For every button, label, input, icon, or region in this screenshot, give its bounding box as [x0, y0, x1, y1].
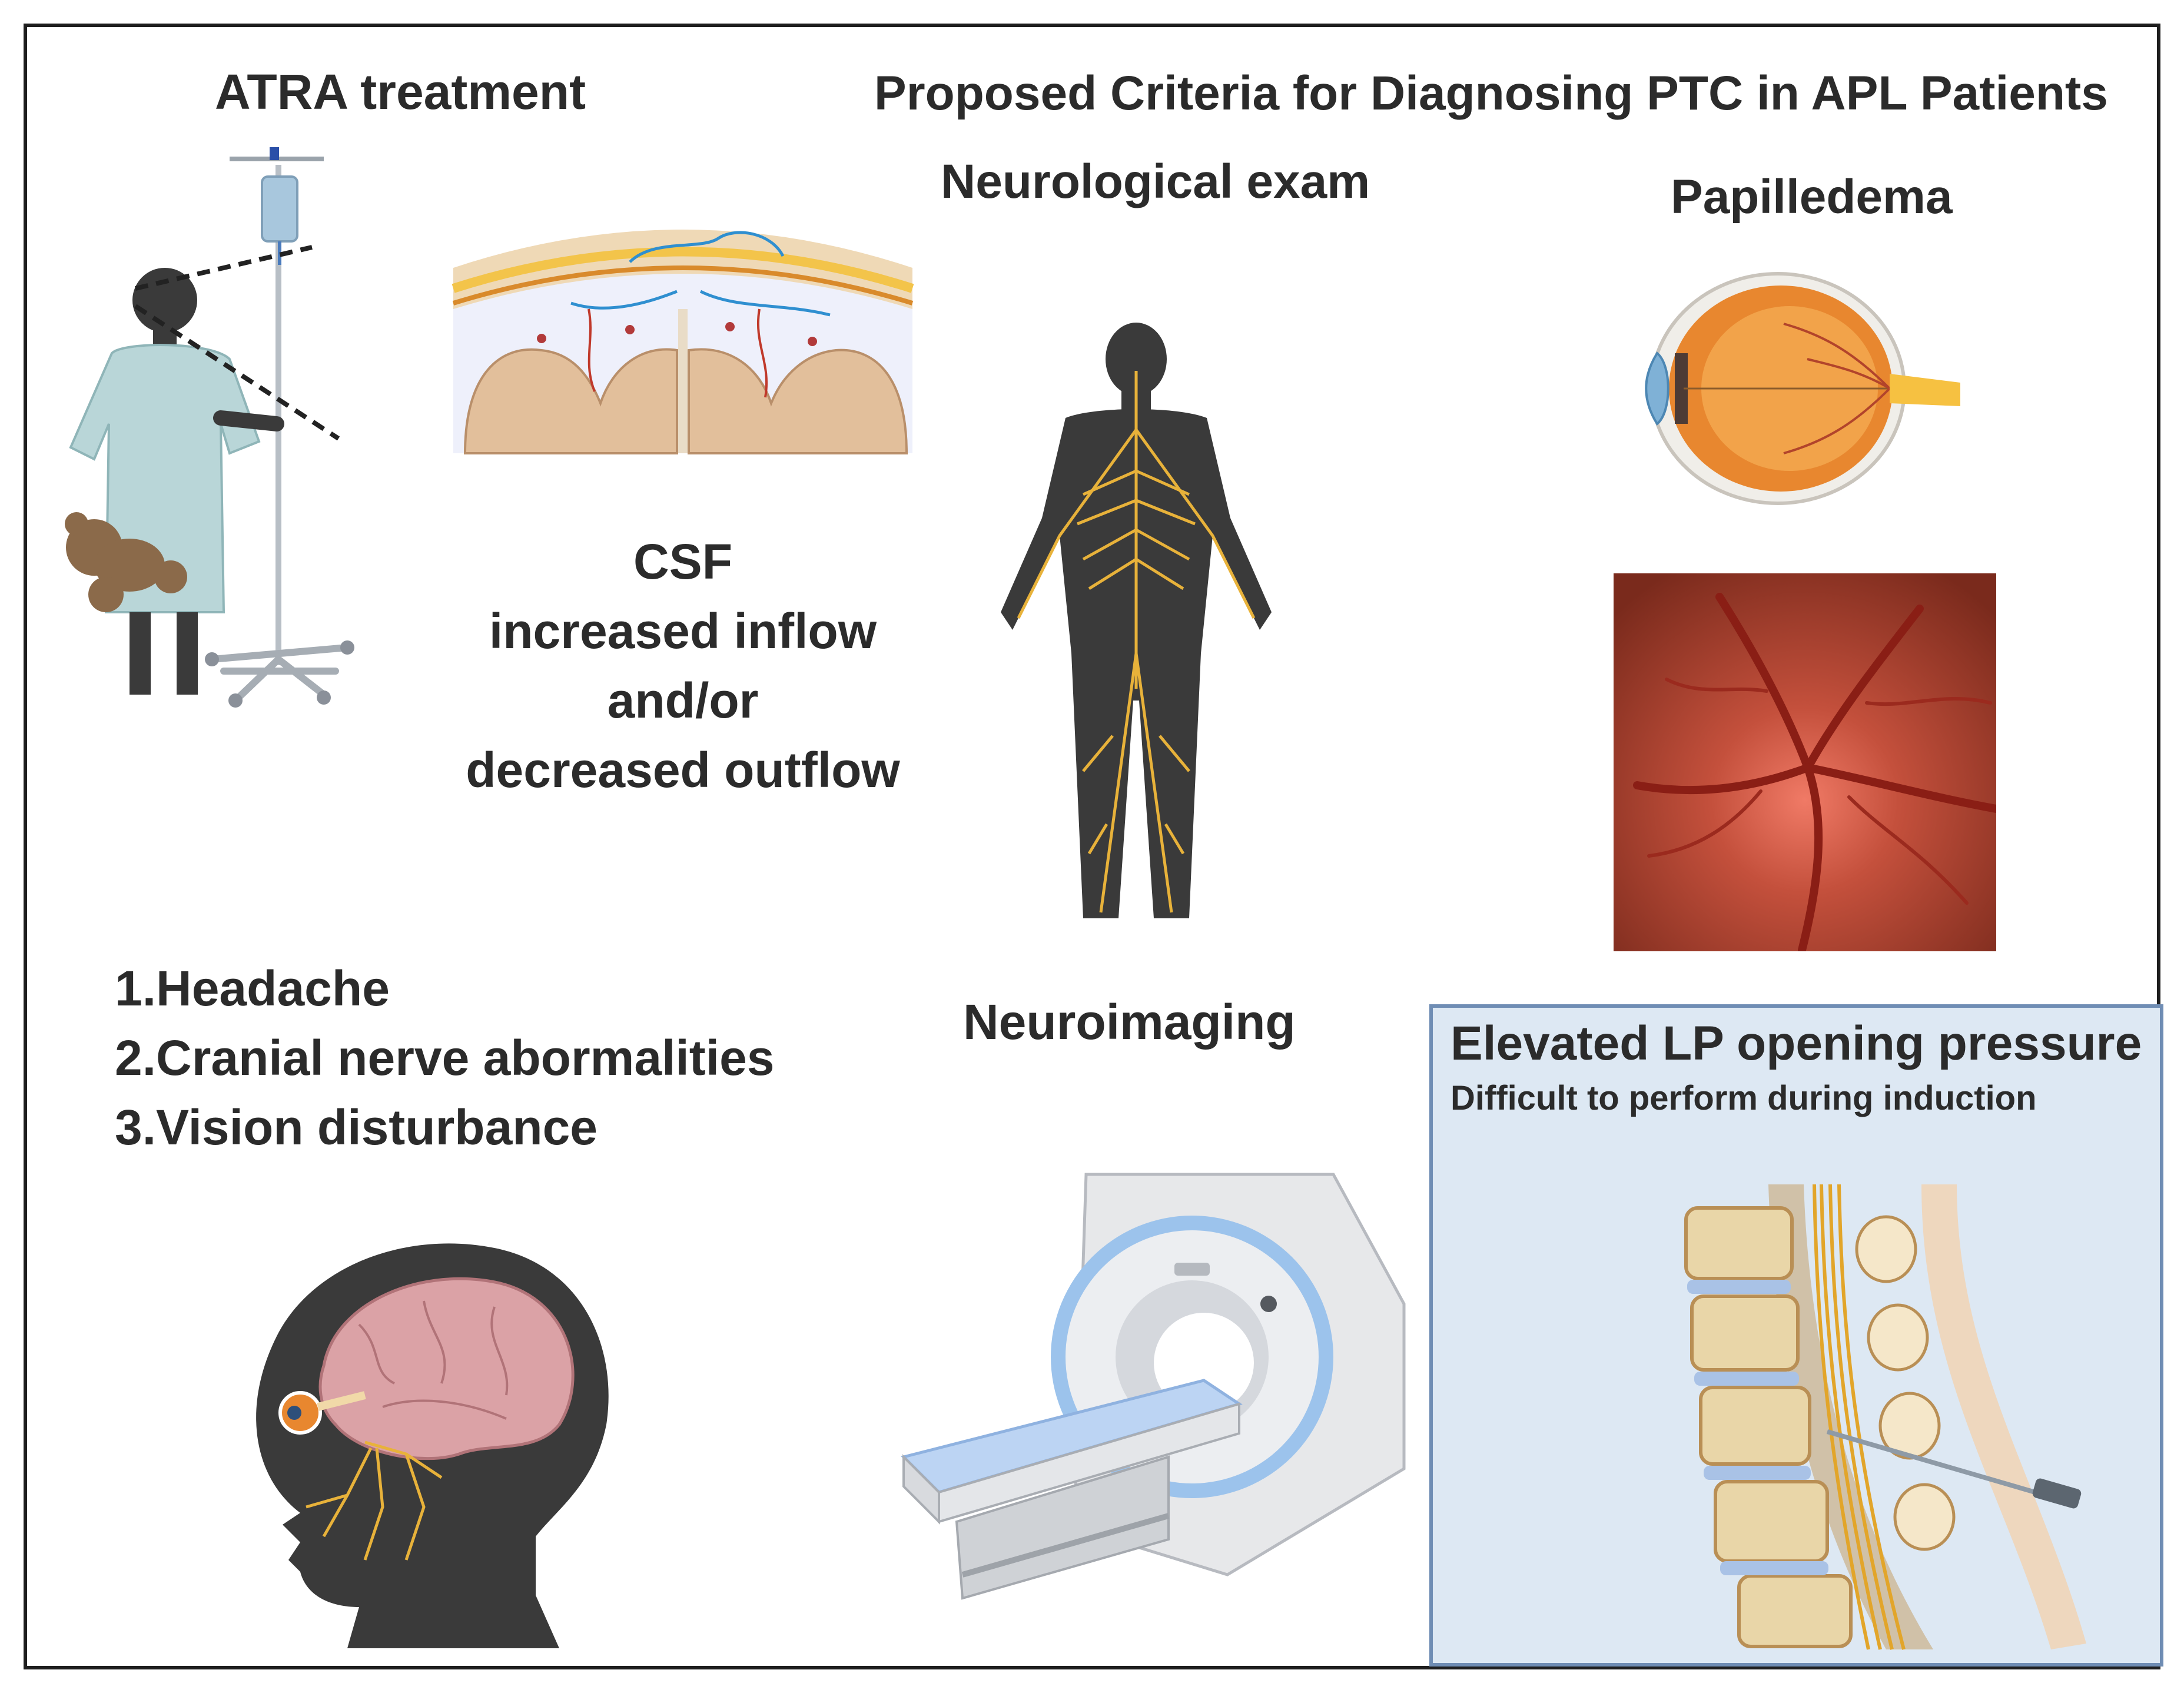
patient-with-iv-illustration — [65, 147, 354, 708]
lp-note: Difficult to perform during induction — [1451, 1079, 2037, 1117]
nervous-system-body-illustration — [1001, 323, 1272, 918]
atra-treatment-label: ATRA treatment — [215, 64, 586, 119]
lp-title: Elevated LP opening pressure — [1451, 1017, 2142, 1070]
csf-line-1: CSF — [633, 534, 732, 589]
csf-text-block: CSF increased inflow and/or decreased ou… — [447, 527, 918, 805]
neurological-exam-label: Neurological exam — [941, 155, 1370, 208]
head-brain-optic-nerve-illustration — [256, 1243, 609, 1648]
papilledema-fundus-photo — [1614, 573, 1996, 951]
symptom-item: 1.Headache — [115, 961, 390, 1016]
symptom-item: 2.Cranial nerve abormalities — [115, 1030, 775, 1085]
mri-scanner-illustration — [901, 1173, 1406, 1600]
csf-line-4: decreased outflow — [466, 742, 900, 798]
papilledema-label: Papilledema — [1671, 170, 1953, 224]
csf-line-3: and/or — [607, 673, 759, 728]
lp-panel: Elevated LP opening pressure Difficult t… — [1429, 1004, 2163, 1667]
criteria-title: Proposed Criteria for Diagnosing PTC in … — [874, 67, 2108, 120]
figure-frame — [24, 24, 2160, 1669]
symptom-list: 1.Headache 2.Cranial nerve abormalities … — [115, 954, 775, 1162]
csf-line-2: increased inflow — [489, 603, 877, 659]
lumbar-spine-illustration — [1684, 1184, 2086, 1650]
eye-anatomy-illustration — [1645, 272, 1960, 505]
neuroimaging-label: Neuroimaging — [963, 994, 1296, 1050]
meninges-cross-section — [452, 230, 914, 454]
symptom-item: 3.Vision disturbance — [115, 1100, 598, 1155]
